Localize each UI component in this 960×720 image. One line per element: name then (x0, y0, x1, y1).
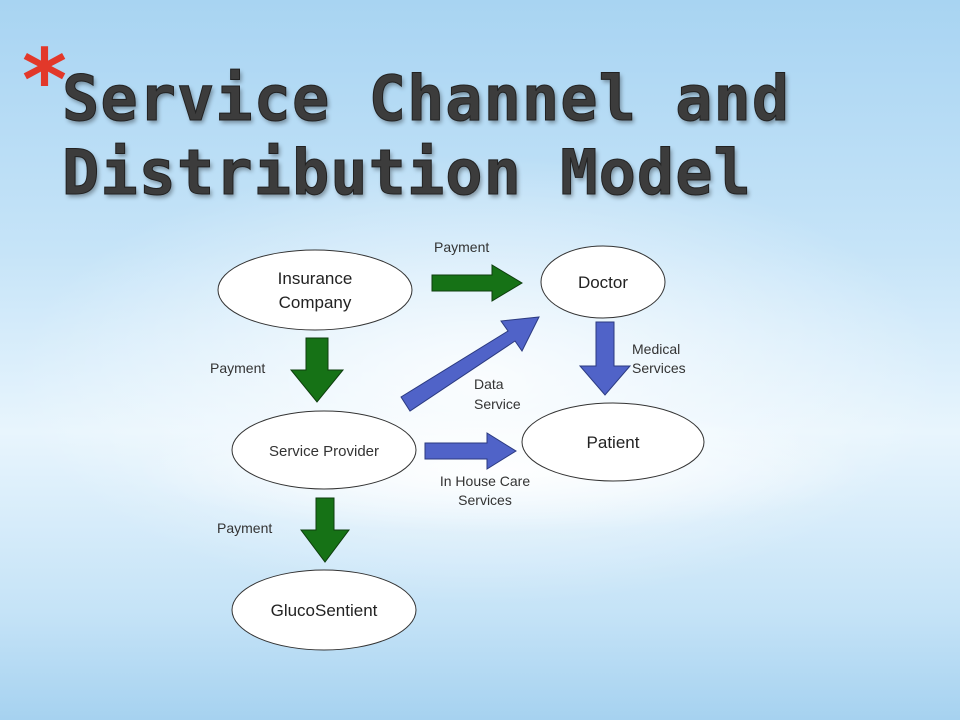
node-service-provider: Service Provider (231, 410, 417, 490)
slide-title-line-1: Service Channel and (61, 62, 791, 136)
arrow-doctor-to-patient (578, 321, 632, 396)
slide-title: Service Channel and Distribution Model (61, 62, 791, 210)
node-glucosentient: GlucoSentient (231, 569, 417, 651)
slide-title-line-2: Distribution Model (61, 136, 752, 210)
node-doctor: Doctor (540, 245, 666, 319)
node-doctor-label: Doctor (578, 273, 628, 292)
node-patient-label: Patient (587, 433, 640, 452)
label-doctor-to-patient-2: Services (632, 360, 686, 376)
arrow-provider-to-patient (424, 432, 517, 470)
node-glucosentient-label: GlucoSentient (271, 601, 378, 620)
arrow-provider-to-glucosentient (300, 497, 350, 563)
arrow-provider-to-doctor (400, 316, 540, 412)
label-provider-to-patient-1: In House Care (440, 473, 530, 489)
label-provider-to-patient-2: Services (458, 492, 512, 508)
label-doctor-to-patient-1: Medical (632, 341, 680, 357)
arrow-insurance-to-doctor (431, 264, 523, 302)
node-service-provider-label: Service Provider (269, 443, 379, 460)
label-provider-to-doctor-2: Service (474, 396, 521, 412)
label-provider-to-glucosentient: Payment (217, 520, 272, 536)
node-insurance-company: Insurance Company (217, 249, 413, 331)
label-insurance-to-provider: Payment (210, 360, 265, 376)
label-provider-to-doctor-1: Data (474, 376, 504, 392)
node-insurance-label-2: Company (279, 293, 352, 312)
title-bullet: * (22, 31, 67, 131)
node-patient: Patient (521, 402, 705, 482)
node-insurance-label-1: Insurance (278, 269, 353, 288)
arrow-insurance-to-provider (289, 337, 345, 403)
label-insurance-to-doctor: Payment (434, 239, 489, 255)
